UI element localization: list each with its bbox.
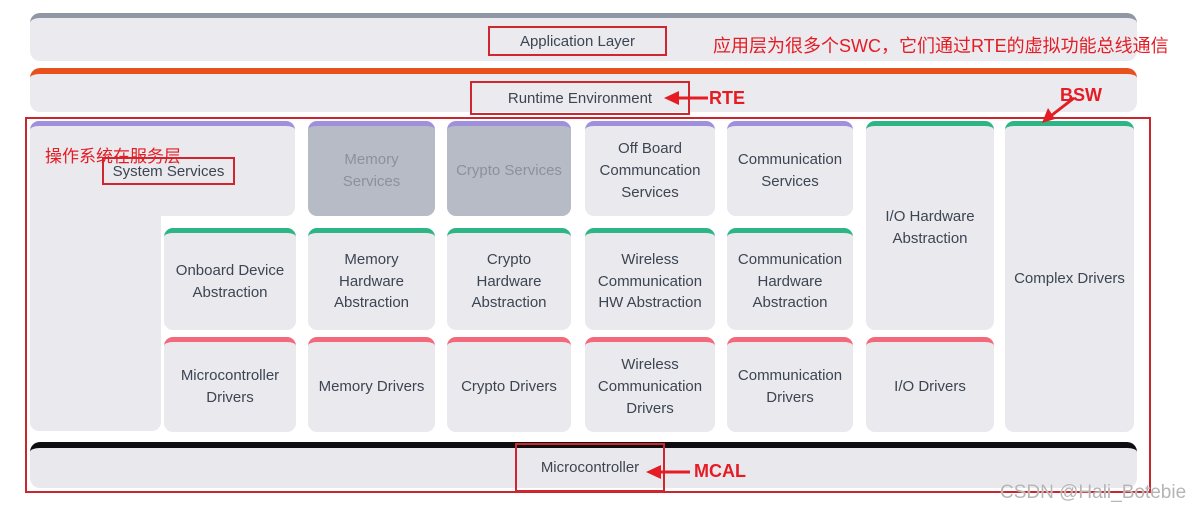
runtime-environment-bar [30,68,1137,112]
microcontroller-bar [30,442,1137,488]
system-services-callout-box: System Services [102,157,235,185]
block-complex-drivers: Complex Drivers [1005,121,1134,432]
block-communication-drivers: Communication Drivers [727,337,853,432]
block-communication-services: Communication Services [727,121,853,216]
watermark: CSDN @Hali_Botebie [1000,482,1187,503]
system-services-note: 操作系统在服务层 [45,147,181,166]
block-crypto-services: Crypto Services [447,121,571,216]
block-memory-hardware-abstraction: Memory Hardware Abstraction [308,228,435,330]
block-io-drivers: I/O Drivers [866,337,994,432]
mcal-label: MCAL [694,461,746,481]
block-crypto-drivers: Crypto Drivers [447,337,571,432]
rte-callout-box: Runtime Environment [470,81,690,115]
block-wireless-communication-hw-abstraction: Wireless Communication HW Abstraction [585,228,715,330]
system-services-label: System Services [112,162,225,180]
block-memory-services: Memory Services [308,121,435,216]
block-microcontroller-drivers: Microcontroller Drivers [164,337,296,432]
bsw-region-border [25,117,1151,493]
block-communication-hardware-abstraction: Communication Hardware Abstraction [727,228,853,330]
runtime-environment-label: Runtime Environment [507,89,653,107]
microcontroller-callout-box: Microcontroller [515,443,665,492]
block-memory-drivers: Memory Drivers [308,337,435,432]
block-crypto-hardware-abstraction: Crypto Hardware Abstraction [447,228,571,330]
application-layer-callout-box: Application Layer [488,26,667,56]
application-layer-bar [30,13,1137,61]
block-offboard-communcation-services: Off Board Communcation Services [585,121,715,216]
application-layer-label: Application Layer [519,32,636,50]
rte-arrow-icon [664,91,708,105]
rte-label: RTE [709,88,745,108]
bsw-arrow-icon [1042,96,1075,123]
mcal-arrow-icon [646,465,690,479]
block-io-hardware-abstraction: I/O Hardware Abstraction [866,121,994,330]
application-layer-note: 应用层为很多个SWC，它们通过RTE的虚拟功能总线通信 [713,36,1169,56]
block-system-services [30,121,295,216]
block-wireless-communication-drivers: Wireless Communication Drivers [585,337,715,432]
microcontroller-label: Microcontroller [540,459,640,476]
block-onboard-device-abstraction: Onboard Device Abstraction [164,228,296,330]
